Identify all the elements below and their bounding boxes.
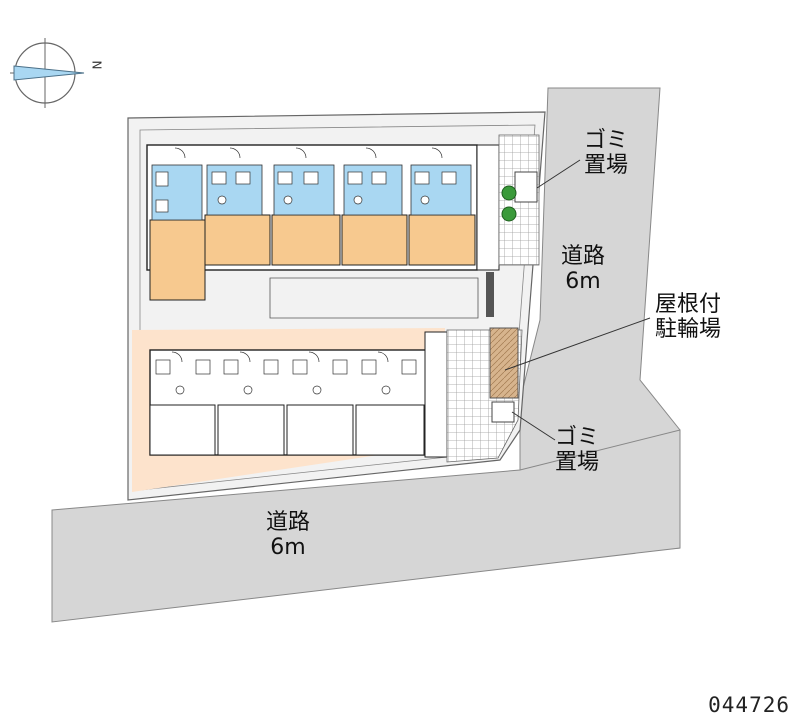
label-trash-top: ゴミ 置場 [584, 128, 629, 179]
unit [217, 404, 285, 456]
unit [149, 404, 216, 456]
label-road-east: 道路 6m [561, 244, 606, 295]
compass-icon [10, 38, 85, 108]
unit [408, 214, 476, 266]
leader-bike [504, 317, 651, 371]
unit [355, 404, 425, 456]
leader-trash-top [536, 159, 581, 189]
trash-area-top [514, 171, 538, 203]
unit [341, 214, 408, 266]
bike-parking-area [489, 327, 519, 399]
road-south [51, 429, 681, 623]
compass-north-label: N [89, 60, 104, 70]
label-road-south: 道路 6m [266, 510, 311, 561]
unit [286, 404, 354, 456]
building-upper [146, 139, 521, 301]
unit [204, 214, 271, 266]
tree-icon [501, 206, 517, 222]
trash-area-bottom [491, 401, 515, 423]
unit [271, 214, 341, 266]
unit [149, 219, 206, 301]
label-trash-bottom: ゴミ 置場 [555, 425, 600, 476]
property-code: 044726 [708, 693, 790, 717]
label-bike-parking: 屋根付 駐輪場 [655, 292, 722, 343]
building-lower [149, 331, 448, 458]
tree-icon [501, 185, 517, 201]
leader-trash-bottom [511, 411, 556, 441]
